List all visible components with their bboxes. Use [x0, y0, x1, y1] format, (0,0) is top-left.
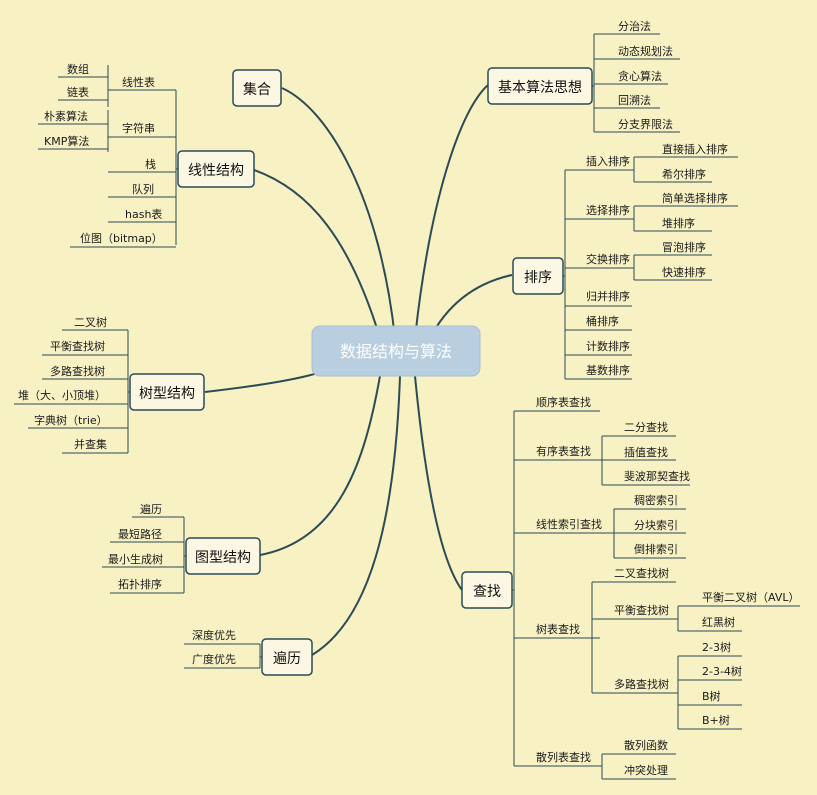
algo-dc-label: 分治法: [618, 19, 651, 33]
search-dense-label: 稠密索引: [634, 493, 678, 507]
sort-exchange-label: 交换排序: [586, 252, 630, 266]
branch-linear: 线性结构 线性表 数组 链表 字符串 朴素算法 KMP算法 栈 队列 hash表…: [38, 62, 255, 248]
search-binary-label: 二分查找: [624, 420, 668, 434]
graph-traverse-label: 遍历: [140, 503, 162, 516]
graph-topo-label: 拓扑排序: [118, 577, 162, 591]
linear-title: 线性结构: [188, 163, 244, 179]
sort-title-box[interactable]: 排序: [512, 257, 564, 295]
tree-title: 树型结构: [139, 386, 195, 402]
connector-search: [414, 375, 463, 591]
sort-bubble-label: 冒泡排序: [662, 240, 706, 254]
traversal-title-box[interactable]: 遍历: [261, 638, 313, 676]
graph-title: 图型结构: [195, 550, 251, 566]
search-tree-label: 树表查找: [536, 622, 580, 636]
tree-multiway-label: 多路查找树: [50, 364, 105, 378]
graph-shortest-label: 最短路径: [118, 527, 162, 541]
sort-counting-label: 计数排序: [586, 339, 630, 353]
branch-algo: 基本算法思想 分治法 动态规划法 贪心算法 回溯法 分支界限法: [487, 19, 680, 133]
search-balanced-label: 平衡查找树: [614, 603, 669, 617]
branch-set[interactable]: 集合: [232, 69, 282, 107]
sort-bucket-label: 桶排序: [586, 314, 619, 328]
tree-title-box[interactable]: 树型结构: [129, 373, 205, 411]
search-title: 查找: [473, 584, 501, 600]
graph-mst-label: 最小生成树: [108, 552, 163, 566]
sort-shell-label: 希尔排序: [662, 167, 706, 181]
sort-heap-label: 堆排序: [662, 216, 695, 230]
queue-label: 队列: [132, 182, 154, 196]
tree-trie-label: 字典树（trie）: [34, 413, 108, 427]
branch-search: 查找 顺序表查找 有序表查找 线性索引查找 树表查找 散列表查找 二分查找 插值…: [461, 395, 800, 780]
connector-algo: [414, 84, 489, 339]
linear-title-box[interactable]: 线性结构: [177, 150, 255, 188]
algo-dp-label: 动态规划法: [618, 44, 673, 58]
branch-graph: 图型结构 遍历 最短路径 最小生成树 拓扑排序: [102, 503, 261, 594]
algo-title-box[interactable]: 基本算法思想: [487, 67, 593, 105]
search-fibonacci-label: 斐波那契查找: [624, 469, 690, 483]
set-title: 集合: [243, 81, 271, 98]
sort-radix-label: 基数排序: [586, 363, 630, 377]
search-ordered-label: 有序表查找: [536, 444, 591, 458]
search-collision-label: 冲突处理: [624, 763, 668, 777]
search-linear-index-label: 线性索引查找: [536, 517, 602, 531]
stack-label: 栈: [145, 157, 156, 171]
search-bst-label: 二叉查找树: [614, 566, 669, 580]
search-bplus-label: B+树: [702, 713, 730, 727]
search-inverted-label: 倒排索引: [634, 542, 678, 556]
traversal-title: 遍历: [273, 651, 301, 667]
tree-balanced-label: 平衡查找树: [50, 339, 105, 353]
connector-set: [281, 87, 396, 339]
graph-title-box[interactable]: 图型结构: [185, 537, 261, 575]
search-rb-label: 红黑树: [702, 615, 735, 629]
tree-heap-label: 堆（大、小顶堆）: [18, 388, 106, 402]
search-interpolation-label: 插值查找: [624, 445, 668, 459]
string-label: 字符串: [122, 121, 155, 135]
connector-traversal: [311, 375, 401, 656]
search-hash-func-label: 散列函数: [624, 738, 668, 752]
sort-title: 排序: [524, 270, 552, 286]
algo-greedy-label: 贪心算法: [618, 69, 662, 83]
array-label: 数组: [67, 62, 89, 76]
search-multiway-label: 多路查找树: [614, 677, 669, 691]
sort-direct-insert-label: 直接插入排序: [662, 142, 728, 156]
sort-insert-label: 插入排序: [586, 154, 630, 168]
linear-list-label: 线性表: [122, 75, 155, 89]
naive-match-label: 朴素算法: [44, 109, 88, 123]
sort-merge-label: 归并排序: [586, 289, 630, 303]
tree-union-find-label: 并查集: [74, 437, 107, 451]
search-block-label: 分块索引: [634, 518, 678, 532]
search-avl-label: 平衡二叉树（AVL）: [702, 590, 799, 604]
sort-select-label: 选择排序: [586, 203, 630, 217]
sort-quick-label: 快速排序: [662, 265, 706, 279]
dfs-label: 深度优先: [192, 628, 236, 642]
linked-list-label: 链表: [67, 85, 89, 99]
center-node[interactable]: 数据结构与算法: [311, 325, 481, 377]
search-title-box[interactable]: 查找: [461, 571, 513, 609]
algo-title: 基本算法思想: [498, 79, 582, 96]
search-234-label: 2-3-4树: [702, 664, 742, 678]
bfs-label: 广度优先: [192, 652, 236, 666]
branch-tree: 树型结构 二叉树 平衡查找树 多路查找树 堆（大、小顶堆） 字典树（trie） …: [14, 315, 205, 454]
algo-bnb-label: 分支界限法: [618, 117, 673, 131]
kmp-label: KMP算法: [44, 134, 89, 148]
connector-linear: [253, 169, 381, 339]
hash-label: hash表: [125, 207, 162, 221]
branch-traversal: 遍历 深度优先 广度优先: [184, 628, 313, 676]
search-sequential-label: 顺序表查找: [536, 395, 591, 409]
sort-simple-select-label: 简单选择排序: [662, 191, 728, 205]
connector-graph: [259, 375, 381, 556]
search-hash-label: 散列表查找: [536, 750, 591, 764]
search-23-label: 2-3树: [702, 640, 731, 654]
algo-backtrack-label: 回溯法: [618, 93, 651, 107]
search-b-label: B树: [702, 689, 721, 703]
branch-sort: 排序 插入排序 选择排序 交换排序 归并排序 桶排序 计数排序 基数排序 直接插…: [512, 142, 738, 380]
bitmap-label: 位图（bitmap）: [80, 231, 163, 245]
tree-binary-label: 二叉树: [74, 315, 107, 329]
center-title: 数据结构与算法: [340, 342, 452, 361]
